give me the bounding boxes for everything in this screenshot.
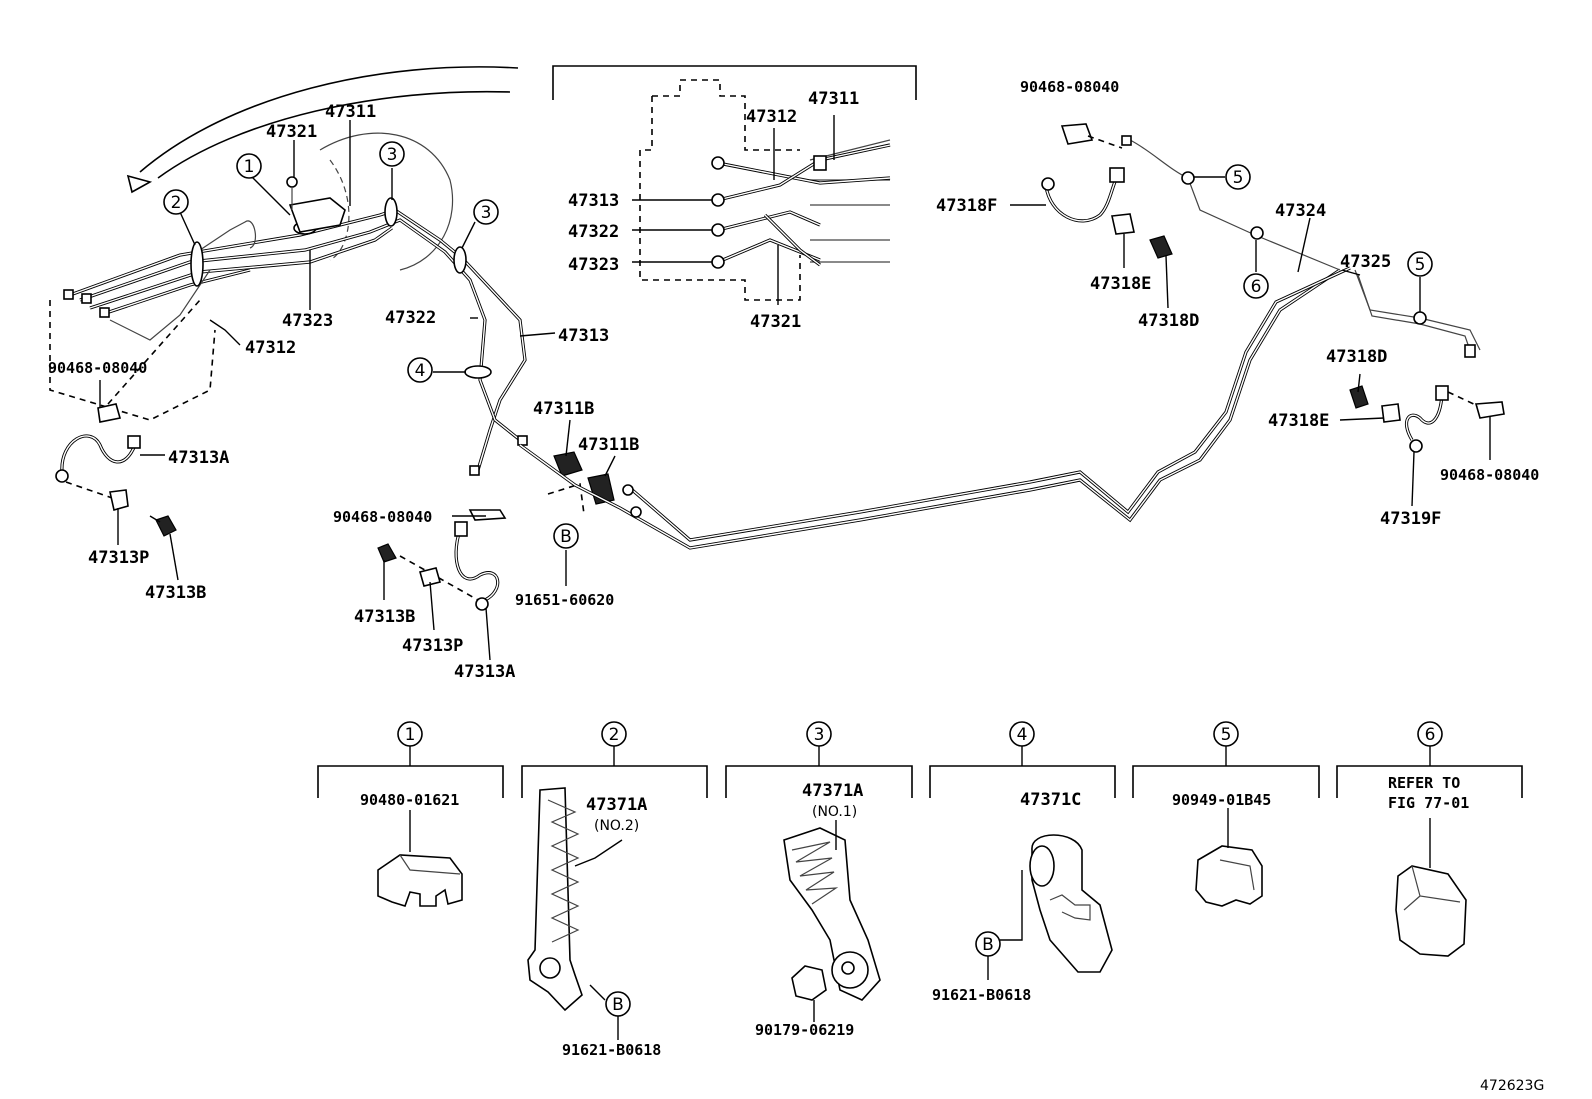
detail2-bolt: 91621-B0618 <box>562 1041 661 1059</box>
label-47318E-right: 47318E <box>1268 411 1329 431</box>
detail3-note: (NO.1) <box>812 804 857 820</box>
label-47325: 47325 <box>1340 252 1391 272</box>
inset-label-47321: 47321 <box>750 312 801 332</box>
label-47313-mid: 47313 <box>558 326 609 346</box>
svg-text:2: 2 <box>609 725 620 745</box>
part-labels: 47321 47311 47323 47312 90468-08040 4731… <box>48 78 1539 682</box>
inset-label-47311: 47311 <box>808 89 859 109</box>
label-47311B-a: 47311B <box>533 399 594 419</box>
inset-diagram <box>552 65 917 305</box>
svg-text:B: B <box>560 527 572 547</box>
svg-text:1: 1 <box>244 157 255 177</box>
svg-text:B: B <box>982 935 994 955</box>
figure-id: 472623G <box>1480 1078 1544 1094</box>
label-47313B-mid: 47313B <box>354 607 415 627</box>
label-47318D-top: 47318D <box>1138 311 1199 331</box>
detail4-part: 47371C <box>1020 790 1081 810</box>
label-90468-mid: 90468-08040 <box>333 508 432 526</box>
svg-text:2: 2 <box>171 193 182 213</box>
label-90468-left: 90468-08040 <box>48 359 147 377</box>
detail1-part: 90480-01621 <box>360 791 459 809</box>
svg-text:3: 3 <box>387 145 398 165</box>
label-47319F: 47319F <box>1380 509 1441 529</box>
svg-text:B: B <box>612 995 624 1015</box>
leader-lines <box>99 120 1491 661</box>
inset-label-47313: 47313 <box>568 191 619 211</box>
svg-text:1: 1 <box>405 725 416 745</box>
label-47321: 47321 <box>266 122 317 142</box>
label-47318D-right: 47318D <box>1326 347 1387 367</box>
label-47322: 47322 <box>385 308 436 328</box>
detail-panels <box>317 721 1523 1040</box>
left-assembly <box>49 66 615 611</box>
label-47313P-mid: 47313P <box>402 636 463 656</box>
svg-text:5: 5 <box>1221 725 1232 745</box>
detail5-part: 90949-01B45 <box>1172 791 1271 809</box>
svg-text:4: 4 <box>415 361 426 381</box>
detail3-part: 47371A <box>802 781 863 801</box>
label-47318E-top: 47318E <box>1090 274 1151 294</box>
label-90468-topright: 90468-08040 <box>1020 78 1119 96</box>
label-47324: 47324 <box>1275 201 1326 221</box>
detail2-part: 47371A <box>586 795 647 815</box>
svg-text:4: 4 <box>1017 725 1028 745</box>
detail3-bolt: 90179-06219 <box>755 1021 854 1039</box>
direction-arrow <box>139 66 519 173</box>
label-47311B-b: 47311B <box>578 435 639 455</box>
inset-label-47312: 47312 <box>746 107 797 127</box>
label-90468-right: 90468-08040 <box>1440 466 1539 484</box>
detail2-note: (NO.2) <box>594 818 639 834</box>
inset-label-47323: 47323 <box>568 255 619 275</box>
inset-label-47322: 47322 <box>568 222 619 242</box>
label-47323: 47323 <box>282 311 333 331</box>
label-47313A-mid: 47313A <box>454 662 515 682</box>
svg-text:3: 3 <box>814 725 825 745</box>
svg-text:5: 5 <box>1415 255 1426 275</box>
callout-numbers: 1 2 3 3 4 5 5 6 B <box>171 145 1426 547</box>
callout-markers <box>163 141 1433 549</box>
label-47313B-left: 47313B <box>145 583 206 603</box>
label-47312: 47312 <box>245 338 296 358</box>
detail6-refer-2: FIG 77-01 <box>1388 794 1469 812</box>
rear-brake-tube <box>519 123 1505 550</box>
detail4-bolt: 91621-B0618 <box>932 986 1031 1004</box>
label-47318F: 47318F <box>936 196 997 216</box>
detail-texts: 1 2 3 4 5 6 90480-01621 47371A (NO.2) B … <box>360 725 1544 1094</box>
label-47313P-left: 47313P <box>88 548 149 568</box>
svg-text:6: 6 <box>1251 277 1262 297</box>
label-47313A-left: 47313A <box>168 448 229 468</box>
label-47311: 47311 <box>325 102 376 122</box>
svg-text:6: 6 <box>1425 725 1436 745</box>
label-91651: 91651-60620 <box>515 591 614 609</box>
svg-text:5: 5 <box>1233 168 1244 188</box>
svg-text:3: 3 <box>481 203 492 223</box>
detail6-refer-1: REFER TO <box>1388 774 1460 792</box>
